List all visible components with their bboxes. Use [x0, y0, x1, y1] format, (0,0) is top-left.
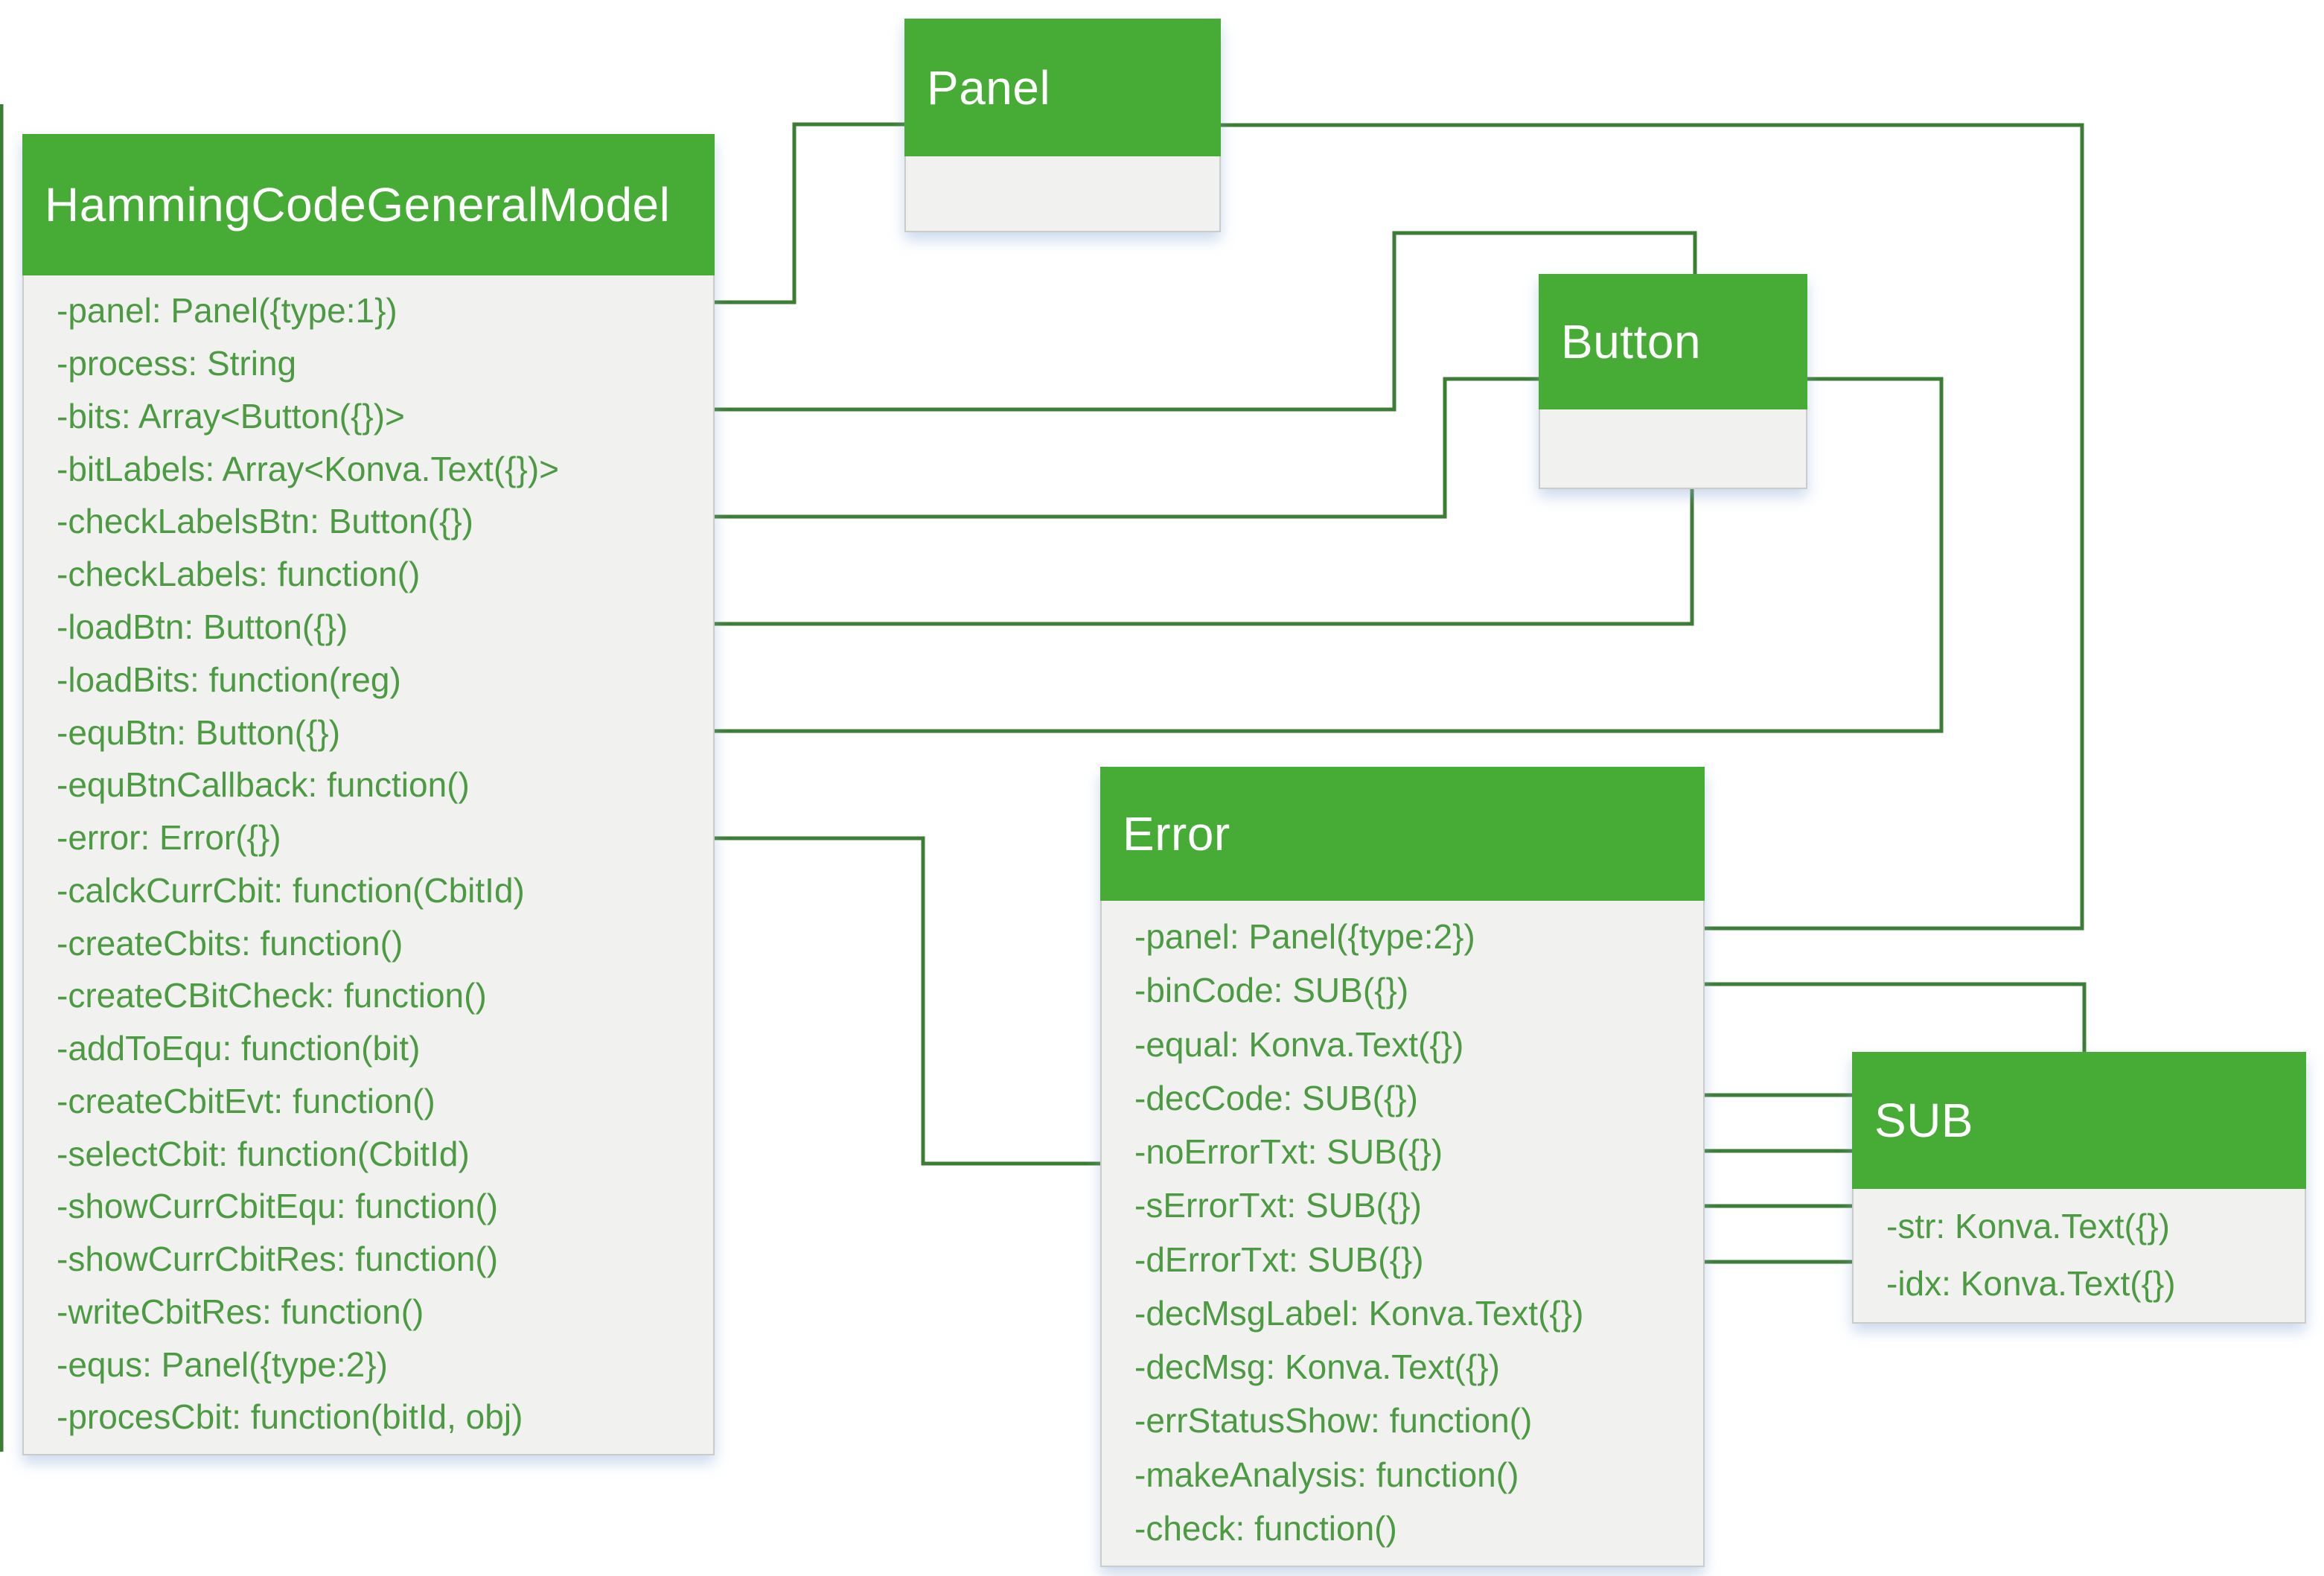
attribute-row: -decCode: SUB({}) — [1134, 1078, 1418, 1117]
attribute-row: -equal: Konva.Text({}) — [1134, 1024, 1464, 1064]
attribute-row: -equBtn: Button({}) — [57, 712, 341, 752]
attribute-row: -check: function() — [1134, 1508, 1397, 1548]
attribute-row: -idx: Konva.Text({}) — [1886, 1263, 2176, 1303]
class-attributes-sub: -str: Konva.Text({}) -idx: Konva.Text({}) — [1854, 1187, 2305, 1322]
attribute-row: -makeAnalysis: function() — [1134, 1455, 1519, 1494]
attribute-row: -process: String — [57, 344, 297, 383]
attribute-row: -showCurrCbitRes: function() — [57, 1240, 499, 1279]
attribute-row: -createCbits: function() — [57, 923, 403, 963]
attribute-row: -dErrorTxt: SUB({}) — [1134, 1240, 1424, 1279]
attribute-row: -error: Error({}) — [57, 818, 281, 858]
class-attributes-error: -panel: Panel({type:2}) -binCode: SUB({})… — [1102, 899, 1703, 1566]
attribute-row: -noErrorTxt: SUB({}) — [1134, 1132, 1443, 1172]
attribute-row: -showCurrCbitEqu: function() — [57, 1187, 499, 1226]
class-title-panel: Panel — [927, 60, 1051, 115]
attribute-row: -createCBitCheck: function() — [57, 976, 487, 1015]
class-title-error: Error — [1123, 807, 1230, 861]
attribute-row: -errStatusShow: function() — [1134, 1401, 1533, 1441]
connector-panel-class-to-error-panel — [1221, 123, 2084, 931]
attribute-row: -binCode: SUB({}) — [1134, 971, 1409, 1010]
class-box-panel: Panel — [904, 19, 1221, 232]
class-title-hammingcodegeneralmodel: HammingCodeGeneralModel — [45, 178, 671, 232]
attribute-row: -str: Konva.Text({}) — [1886, 1207, 2170, 1246]
class-header-sub: SUB — [1852, 1052, 2306, 1189]
class-header-error: Error — [1100, 767, 1705, 901]
attribute-row: -writeCbitRes: function() — [57, 1292, 424, 1331]
class-header-hammingcodegeneralmodel: HammingCodeGeneralModel — [22, 134, 715, 275]
connector-hamming-checklabelsbtn-to-button — [715, 377, 1539, 519]
attribute-row: -createCbitEvt: function() — [57, 1081, 435, 1120]
attribute-row: -decMsgLabel: Konva.Text({}) — [1134, 1293, 1584, 1333]
attribute-row: -equBtnCallback: function() — [57, 765, 470, 805]
attribute-row: -selectCbit: function(CbitId) — [57, 1134, 470, 1173]
class-box-hammingcodegeneralmodel: HammingCodeGeneralModel -panel: Panel({ty… — [22, 134, 715, 1455]
connector-hamming-bits-to-button-top — [715, 231, 1697, 412]
class-title-button: Button — [1561, 315, 1702, 369]
attribute-row: -loadBits: function(reg) — [57, 660, 401, 699]
attribute-row: -bitLabels: Array<Konva.Text({})> — [57, 449, 560, 488]
class-attributes-hammingcodegeneralmodel: -panel: Panel({type:1}) -process: String -… — [24, 274, 713, 1454]
attribute-row: -calckCurrCbit: function(CbitId) — [57, 870, 525, 910]
attribute-row: -decMsg: Konva.Text({}) — [1134, 1347, 1500, 1387]
connector-hamming-loadbtn-to-button-bottom — [715, 489, 1694, 626]
connector-error-bincode-to-sub-top — [1705, 982, 2087, 1052]
attribute-row: -checkLabelsBtn: Button({}) — [57, 502, 473, 541]
class-box-sub: SUB -str: Konva.Text({}) -idx: Konva.Text(… — [1852, 1052, 2306, 1324]
connector-hamming-error-to-error-class — [715, 836, 1100, 1166]
class-box-button: Button — [1539, 274, 1807, 489]
attribute-row: -addToEqu: function(bit) — [57, 1029, 421, 1068]
class-header-panel: Panel — [904, 19, 1221, 156]
connector-hamming-panel-to-panel-class — [715, 122, 904, 304]
class-title-sub: SUB — [1874, 1094, 1974, 1147]
class-attributes-panel — [906, 155, 1219, 231]
attribute-row: -panel: Panel({type:2}) — [1134, 917, 1475, 957]
attribute-row: -sErrorTxt: SUB({}) — [1134, 1186, 1422, 1225]
attribute-row: -bits: Array<Button({})> — [57, 396, 405, 436]
attribute-row: -checkLabels: function() — [57, 555, 421, 594]
connector-hamming-equbtn-to-button-right — [715, 377, 1944, 733]
attribute-row: -equs: Panel({type:2}) — [57, 1344, 388, 1384]
class-header-button: Button — [1539, 274, 1807, 409]
attribute-row: -loadBtn: Button({}) — [57, 607, 348, 646]
attribute-row: -panel: Panel({type:1}) — [57, 291, 398, 331]
attribute-row: -procesCbit: function(bitId, obj) — [57, 1397, 523, 1437]
class-box-error: Error -panel: Panel({type:2}) -binCode: SU… — [1100, 767, 1705, 1567]
class-attributes-button — [1540, 408, 1806, 488]
